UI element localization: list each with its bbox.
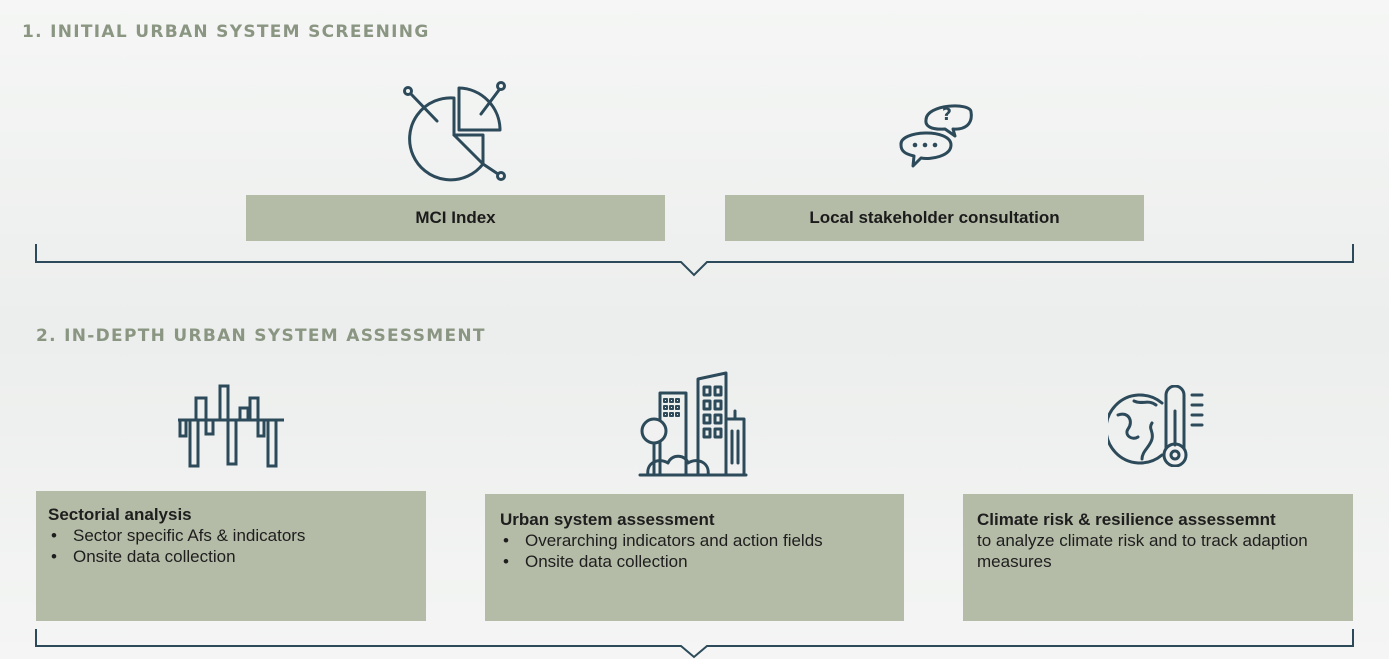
bullet-text: Onsite data collection bbox=[73, 547, 236, 566]
bullet-dot: • bbox=[503, 531, 509, 550]
sectorial-analysis-bullets: • Sector specific Afs & indicators • Onsit… bbox=[48, 525, 414, 567]
waveform-chart-icon bbox=[176, 384, 286, 470]
bullet-dot: • bbox=[51, 526, 57, 545]
list-item: • Overarching indicators and action field… bbox=[500, 530, 840, 551]
climate-risk-description: to analyze climate risk and to track ada… bbox=[977, 531, 1308, 571]
climate-risk-card: Climate risk & resilience assessemnt to … bbox=[963, 494, 1353, 621]
list-item: • Sector specific Afs & indicators bbox=[48, 525, 414, 546]
urban-system-assessment-bullets: • Overarching indicators and action field… bbox=[500, 530, 840, 572]
urban-system-assessment-title: Urban system assessment bbox=[500, 510, 715, 529]
speech-bubbles-icon: ? bbox=[893, 90, 978, 170]
stakeholder-consultation-box: Local stakeholder consultation bbox=[725, 195, 1144, 241]
pie-chart-icon bbox=[395, 76, 515, 186]
list-item: • Onsite data collection bbox=[500, 551, 840, 572]
mci-index-box: MCI Index bbox=[246, 195, 665, 241]
list-item: • Onsite data collection bbox=[48, 546, 414, 567]
mci-index-label: MCI Index bbox=[415, 208, 496, 227]
climate-risk-title: Climate risk & resilience assessemnt bbox=[977, 510, 1276, 529]
bullet-dot: • bbox=[503, 552, 509, 571]
sectorial-analysis-card: Sectorial analysis • Sector specific Afs … bbox=[36, 491, 426, 621]
stakeholder-consultation-label: Local stakeholder consultation bbox=[809, 208, 1060, 227]
bullet-text: Sector specific Afs & indicators bbox=[73, 526, 306, 545]
globe-thermometer-icon bbox=[1108, 385, 1208, 467]
city-buildings-icon bbox=[638, 371, 750, 479]
bullet-text: Overarching indicators and action fields bbox=[525, 531, 823, 550]
bullet-dot: • bbox=[51, 547, 57, 566]
urban-system-assessment-card: Urban system assessment • Overarching ind… bbox=[485, 494, 904, 621]
section2-heading: 2. IN-DEPTH URBAN SYSTEM ASSESSMENT bbox=[36, 326, 486, 346]
sectorial-analysis-title: Sectorial analysis bbox=[48, 505, 192, 524]
bullet-text: Onsite data collection bbox=[525, 552, 688, 571]
section1-heading: 1. INITIAL URBAN SYSTEM SCREENING bbox=[22, 22, 430, 42]
svg-text:?: ? bbox=[942, 105, 952, 125]
